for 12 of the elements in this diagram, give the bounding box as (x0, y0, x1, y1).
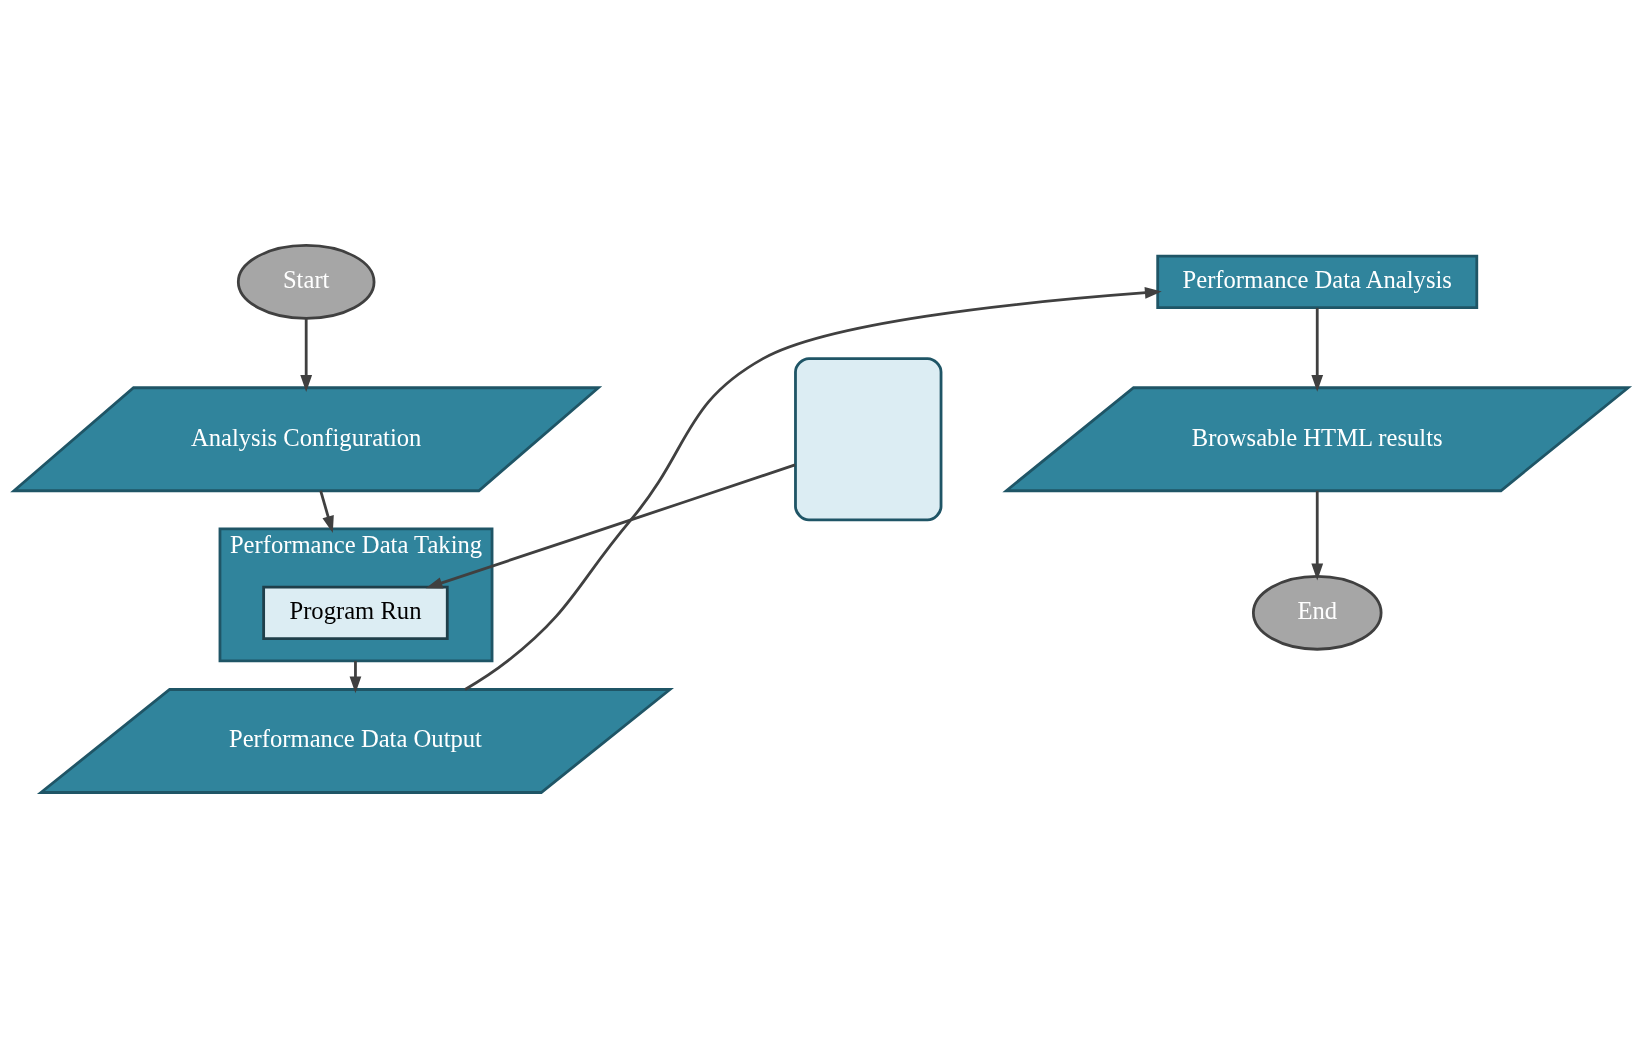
arrow (349, 660, 361, 693)
arrow (425, 463, 795, 589)
node-box: Program Run (261, 585, 449, 640)
node-box (793, 356, 942, 521)
arrow (1310, 307, 1323, 392)
arrow (463, 286, 1162, 691)
arrow (299, 318, 312, 392)
arrow (318, 489, 334, 533)
node-box: Performance Data Analysis (1155, 254, 1478, 309)
node-ellipse: End (1251, 574, 1382, 651)
node-ellipse: Start (236, 243, 375, 320)
arrow (1310, 490, 1323, 580)
